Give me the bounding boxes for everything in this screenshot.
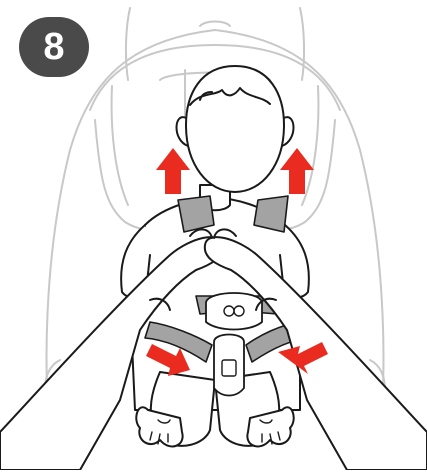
crotch-buckle xyxy=(214,335,244,396)
chest-clip xyxy=(206,293,262,330)
step-number-badge: 8 xyxy=(19,17,89,77)
up-arrow-left xyxy=(156,148,190,194)
